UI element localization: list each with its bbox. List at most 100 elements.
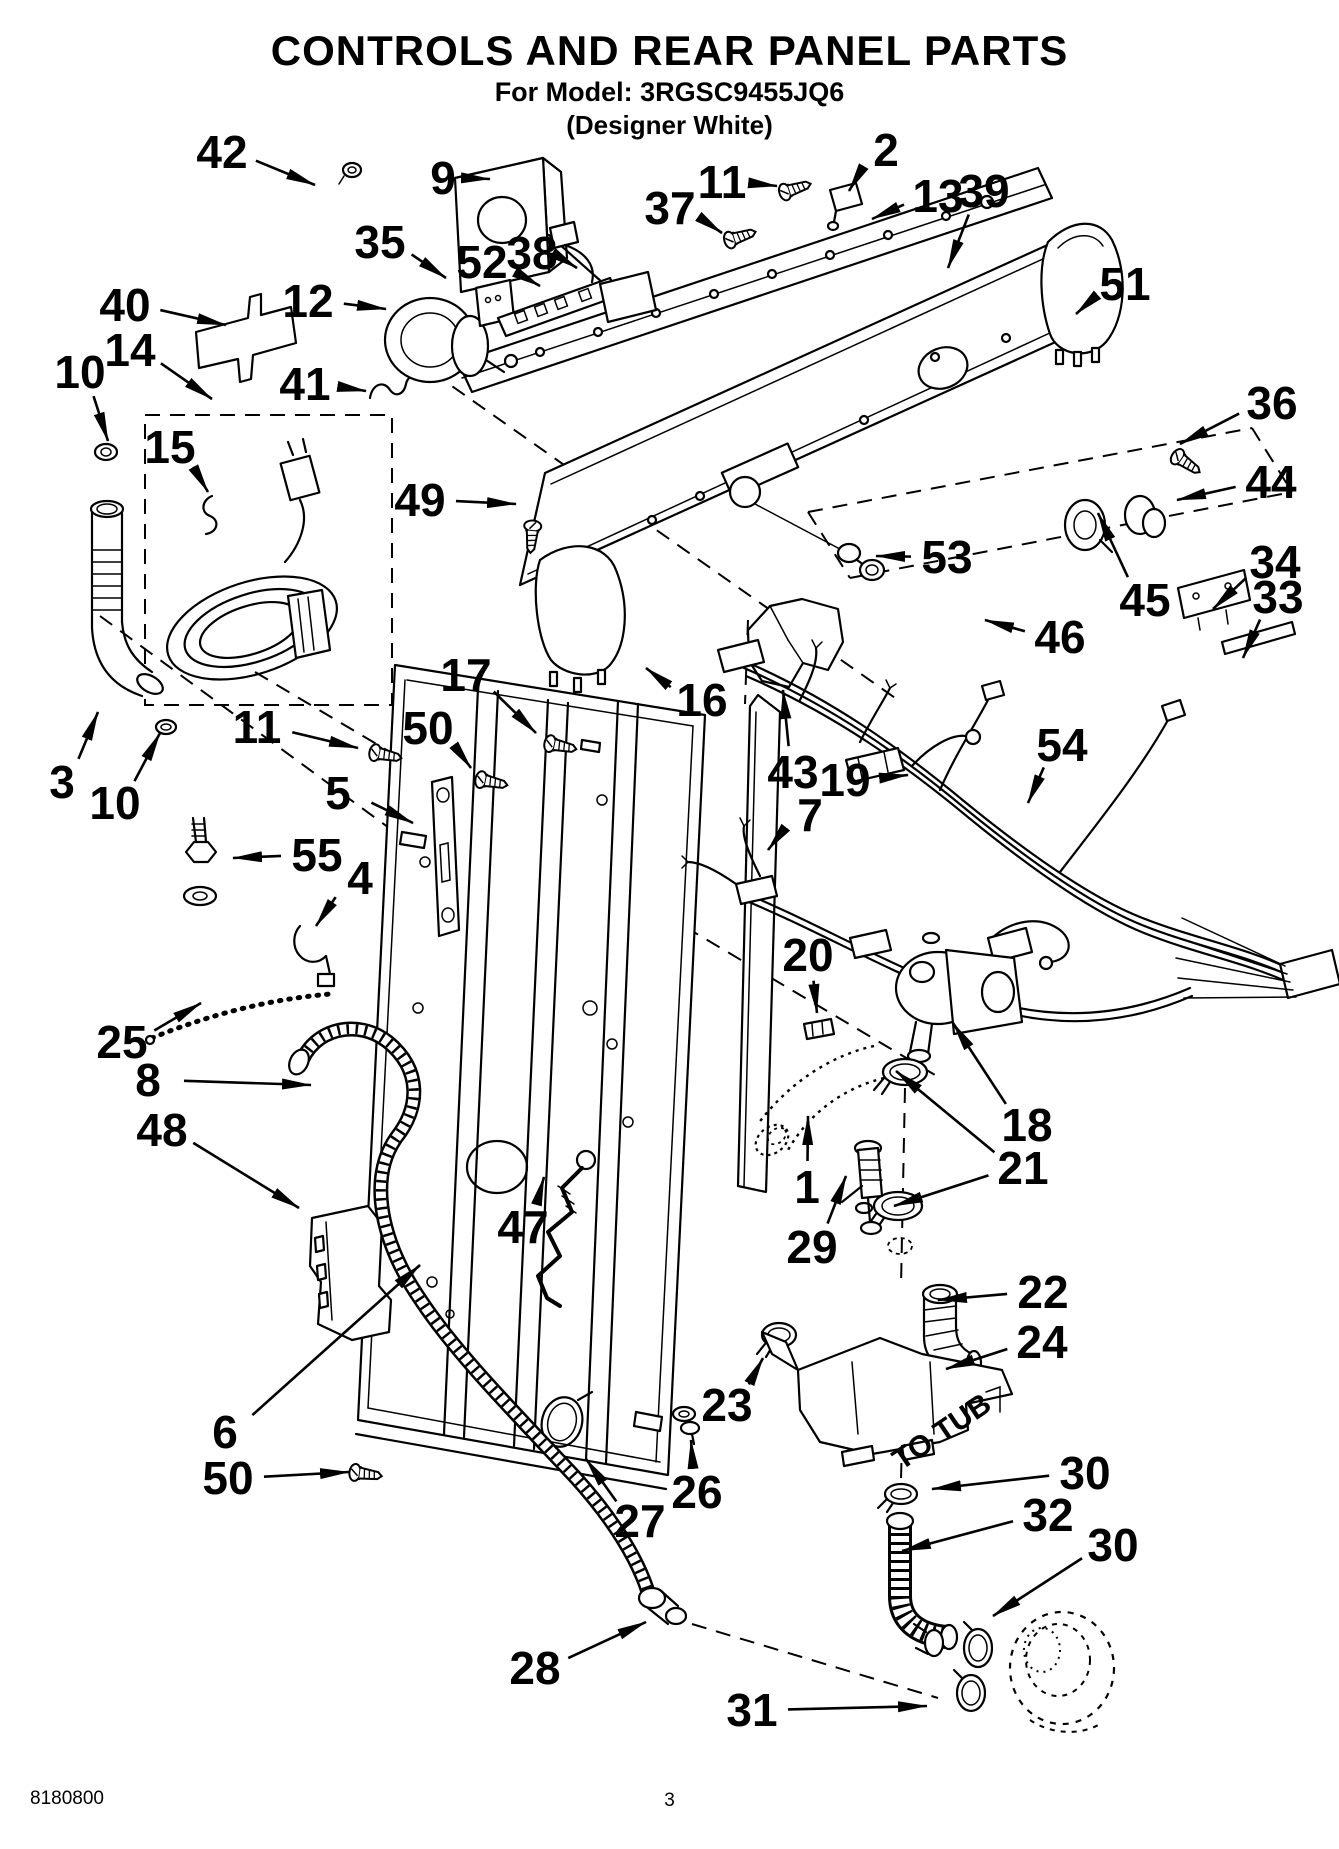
callout-51: 51 [1099,258,1150,310]
callout-24: 24 [1016,1316,1068,1368]
callout-26: 26 [671,1466,722,1518]
callout-22: 22 [1017,1266,1068,1318]
leader-arrow-8 [183,1078,312,1090]
leader-arrow-17 [492,690,537,734]
leader-arrow-25 [153,1001,202,1032]
callout-28: 28 [509,1642,560,1694]
grommet [338,161,363,185]
callout-45: 45 [1119,574,1170,626]
callout-13: 13 [912,170,963,222]
leader-arrow-38 [549,247,578,270]
leader-arrow-12 [343,299,387,311]
callout-50: 50 [202,1452,253,1504]
callout-44: 44 [1245,456,1297,508]
callout-12: 12 [282,275,333,327]
callout-52: 52 [456,236,507,288]
leader-arrow-29 [826,1175,848,1225]
callout-1: 1 [794,1161,820,1213]
leader-arrow-45 [1096,512,1130,578]
leader-arrow-55 [232,851,282,863]
leader-arrow-6 [251,1264,421,1417]
leader-arrow-4 [314,896,337,927]
model-line: For Model: 3RGSC9455JQ6 [494,77,845,107]
leader-arrow-43 [780,689,792,747]
callout-31: 31 [726,1684,777,1736]
callout-2: 2 [873,124,899,176]
callout-29: 29 [786,1221,837,1273]
callout-6: 6 [212,1406,238,1458]
callout-15: 15 [144,421,195,473]
leader-arrow-30 [931,1474,1050,1492]
callout-49: 49 [394,474,445,526]
leader-arrow-16 [645,666,673,691]
leader-arrow-52 [512,266,541,288]
callout-42: 42 [196,126,247,178]
leader-arrow-34 [1212,576,1248,610]
callout-40: 40 [99,279,150,331]
callout-14: 14 [104,324,156,376]
callout-33: 33 [1252,571,1303,623]
leader-arrow-49 [455,497,517,509]
callout-37: 37 [644,182,695,234]
fastener-group [144,816,336,1046]
callout-53: 53 [921,531,972,583]
callout-18: 18 [1001,1099,1052,1151]
leader-arrow-50 [449,741,473,769]
power-cord-group [144,414,393,706]
callout-25: 25 [96,1016,147,1068]
pressure-switch-group [383,220,658,384]
leader-arrow-13 [871,202,905,221]
callout-35: 35 [354,216,405,268]
console-end-cap-right [1040,222,1124,368]
leader-arrow-22 [937,1292,1008,1303]
leader-arrow-19 [878,772,909,784]
callout-20: 20 [782,929,833,981]
document-number: 8180800 [30,1788,104,1809]
callout-23: 23 [701,1379,752,1431]
leader-arrow-35 [410,253,447,280]
tub-hose-and-pump-ghost [876,1385,1116,1733]
callout-8: 8 [135,1054,161,1106]
callout-34: 34 [1249,536,1301,588]
leader-arrow-21 [895,1069,996,1154]
diagram-header: CONTROLS AND REAR PANEL PARTS For Model:… [0,30,1339,141]
callout-27: 27 [614,1495,665,1547]
leader-arrow-11 [747,177,778,189]
callout-30: 30 [1059,1447,1110,1499]
inlet-hose-group [89,442,178,736]
leader-arrow-7 [766,823,791,851]
leader-arrow-26 [687,1439,699,1470]
leader-arrow-44 [1176,485,1236,502]
leader-arrow-50 [263,1468,350,1480]
leader-arrow-54 [1026,766,1045,804]
leader-arrow-42 [255,159,316,187]
leader-arrow-46 [984,618,1026,634]
callout-10: 10 [89,777,140,829]
leader-arrow-53 [875,551,912,563]
leader-arrow-36 [1179,412,1240,446]
leader-layer [77,159,1262,1713]
page-number: 3 [664,1790,675,1811]
leader-arrow-3 [77,711,100,760]
callout-47: 47 [497,1201,548,1253]
leader-arrow-14 [160,362,213,401]
callout-10: 10 [54,346,105,398]
drain-hose [288,1021,688,1626]
leader-arrow-11 [291,731,359,750]
callout-11: 11 [233,701,282,753]
callout-41: 41 [279,358,330,410]
leader-arrow-30 [992,1557,1083,1618]
leader-arrow-18 [951,1022,1007,1105]
leader-arrow-41 [336,380,367,393]
callout-16: 16 [676,674,727,726]
callout-4: 4 [347,852,373,904]
trim-and-duct [736,597,845,1194]
callout-38: 38 [506,227,557,279]
leader-arrow-48 [192,1141,300,1210]
callout-43: 43 [767,746,818,798]
callout-9: 9 [430,152,456,204]
leader-arrow-20 [808,980,820,1014]
